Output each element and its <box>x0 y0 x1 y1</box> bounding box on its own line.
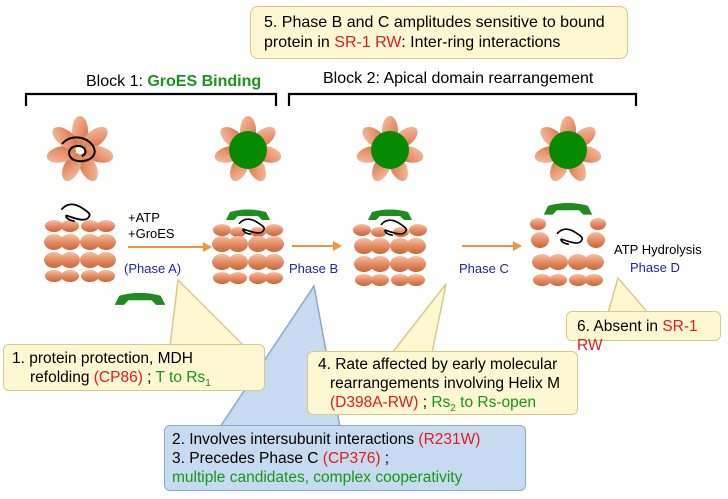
note-4-line1: 4. Rate affected by early molecular <box>318 356 558 373</box>
note1-pointer <box>169 278 246 347</box>
reagent-groes: +GroES <box>128 226 175 241</box>
arrow-phase-b <box>292 241 342 251</box>
note-5-line1: 5. Phase B and C amplitudes sensitive to… <box>264 14 605 31</box>
arrow-phase-a <box>128 242 212 252</box>
note-4-line2: rearrangements involving Helix M <box>330 375 561 392</box>
chaperonin-top-view-4 <box>533 116 603 185</box>
chaperonin-side-view-4 <box>530 203 606 286</box>
note-3-line: 3. Precedes Phase C (CP376) ; <box>172 450 390 467</box>
block1-bracket <box>24 92 278 106</box>
chaperonin-top-view-2 <box>213 116 283 185</box>
note-2-line: 2. Involves intersubunit interactions (R… <box>172 431 481 448</box>
arrow-phase-c <box>462 241 522 251</box>
note-6: 6. Absent in SR-1 RW <box>566 311 721 354</box>
note-1-line1: 1. protein protection, MDH <box>12 350 193 367</box>
block1-label: Block 1: GroES Binding <box>86 73 261 90</box>
block2-bracket <box>287 92 638 106</box>
phase-d-label: Phase D <box>630 260 680 275</box>
reagent-atp: +ATP <box>128 210 160 225</box>
note-1: 1. protein protection, MDH refolding (CP… <box>3 344 265 391</box>
note-1-line2: refolding (CP86) ; T to Rs1 <box>30 369 211 390</box>
chaperonin-top-view-1 <box>45 116 115 185</box>
note-3-detail: multiple candidates, complex cooperativi… <box>172 469 463 486</box>
chaperonin-side-view-2 <box>212 209 284 284</box>
note-4-line3: (D398A-RW) ; Rs2 to Rs-open <box>330 394 536 415</box>
phase-b-label: Phase B <box>289 261 338 276</box>
phase-d-heading: ATP Hydrolysis <box>614 242 702 257</box>
note6-pointer <box>607 276 650 314</box>
note-5: 5. Phase B and C amplitudes sensitive to… <box>250 6 628 59</box>
note-2-3: 2. Involves intersubunit interactions (R… <box>164 425 526 491</box>
phase-c-label: Phase C <box>459 261 509 276</box>
note4-pointer <box>390 283 447 354</box>
phase-a-label: (Phase A) <box>124 261 181 276</box>
chaperonin-side-view-3 <box>353 209 427 286</box>
note-4: 4. Rate affected by early molecular rear… <box>307 351 578 415</box>
note-5-line2: protein in SR-1 RW: Inter-ring interacti… <box>264 34 561 51</box>
free-groes-icon <box>114 292 166 305</box>
groes-lid-icon <box>229 131 267 169</box>
chaperonin-top-view-3 <box>355 116 425 185</box>
block2-label: Block 2: Apical domain rearrangement <box>323 70 594 87</box>
chaperonin-side-view-1 <box>44 203 116 282</box>
